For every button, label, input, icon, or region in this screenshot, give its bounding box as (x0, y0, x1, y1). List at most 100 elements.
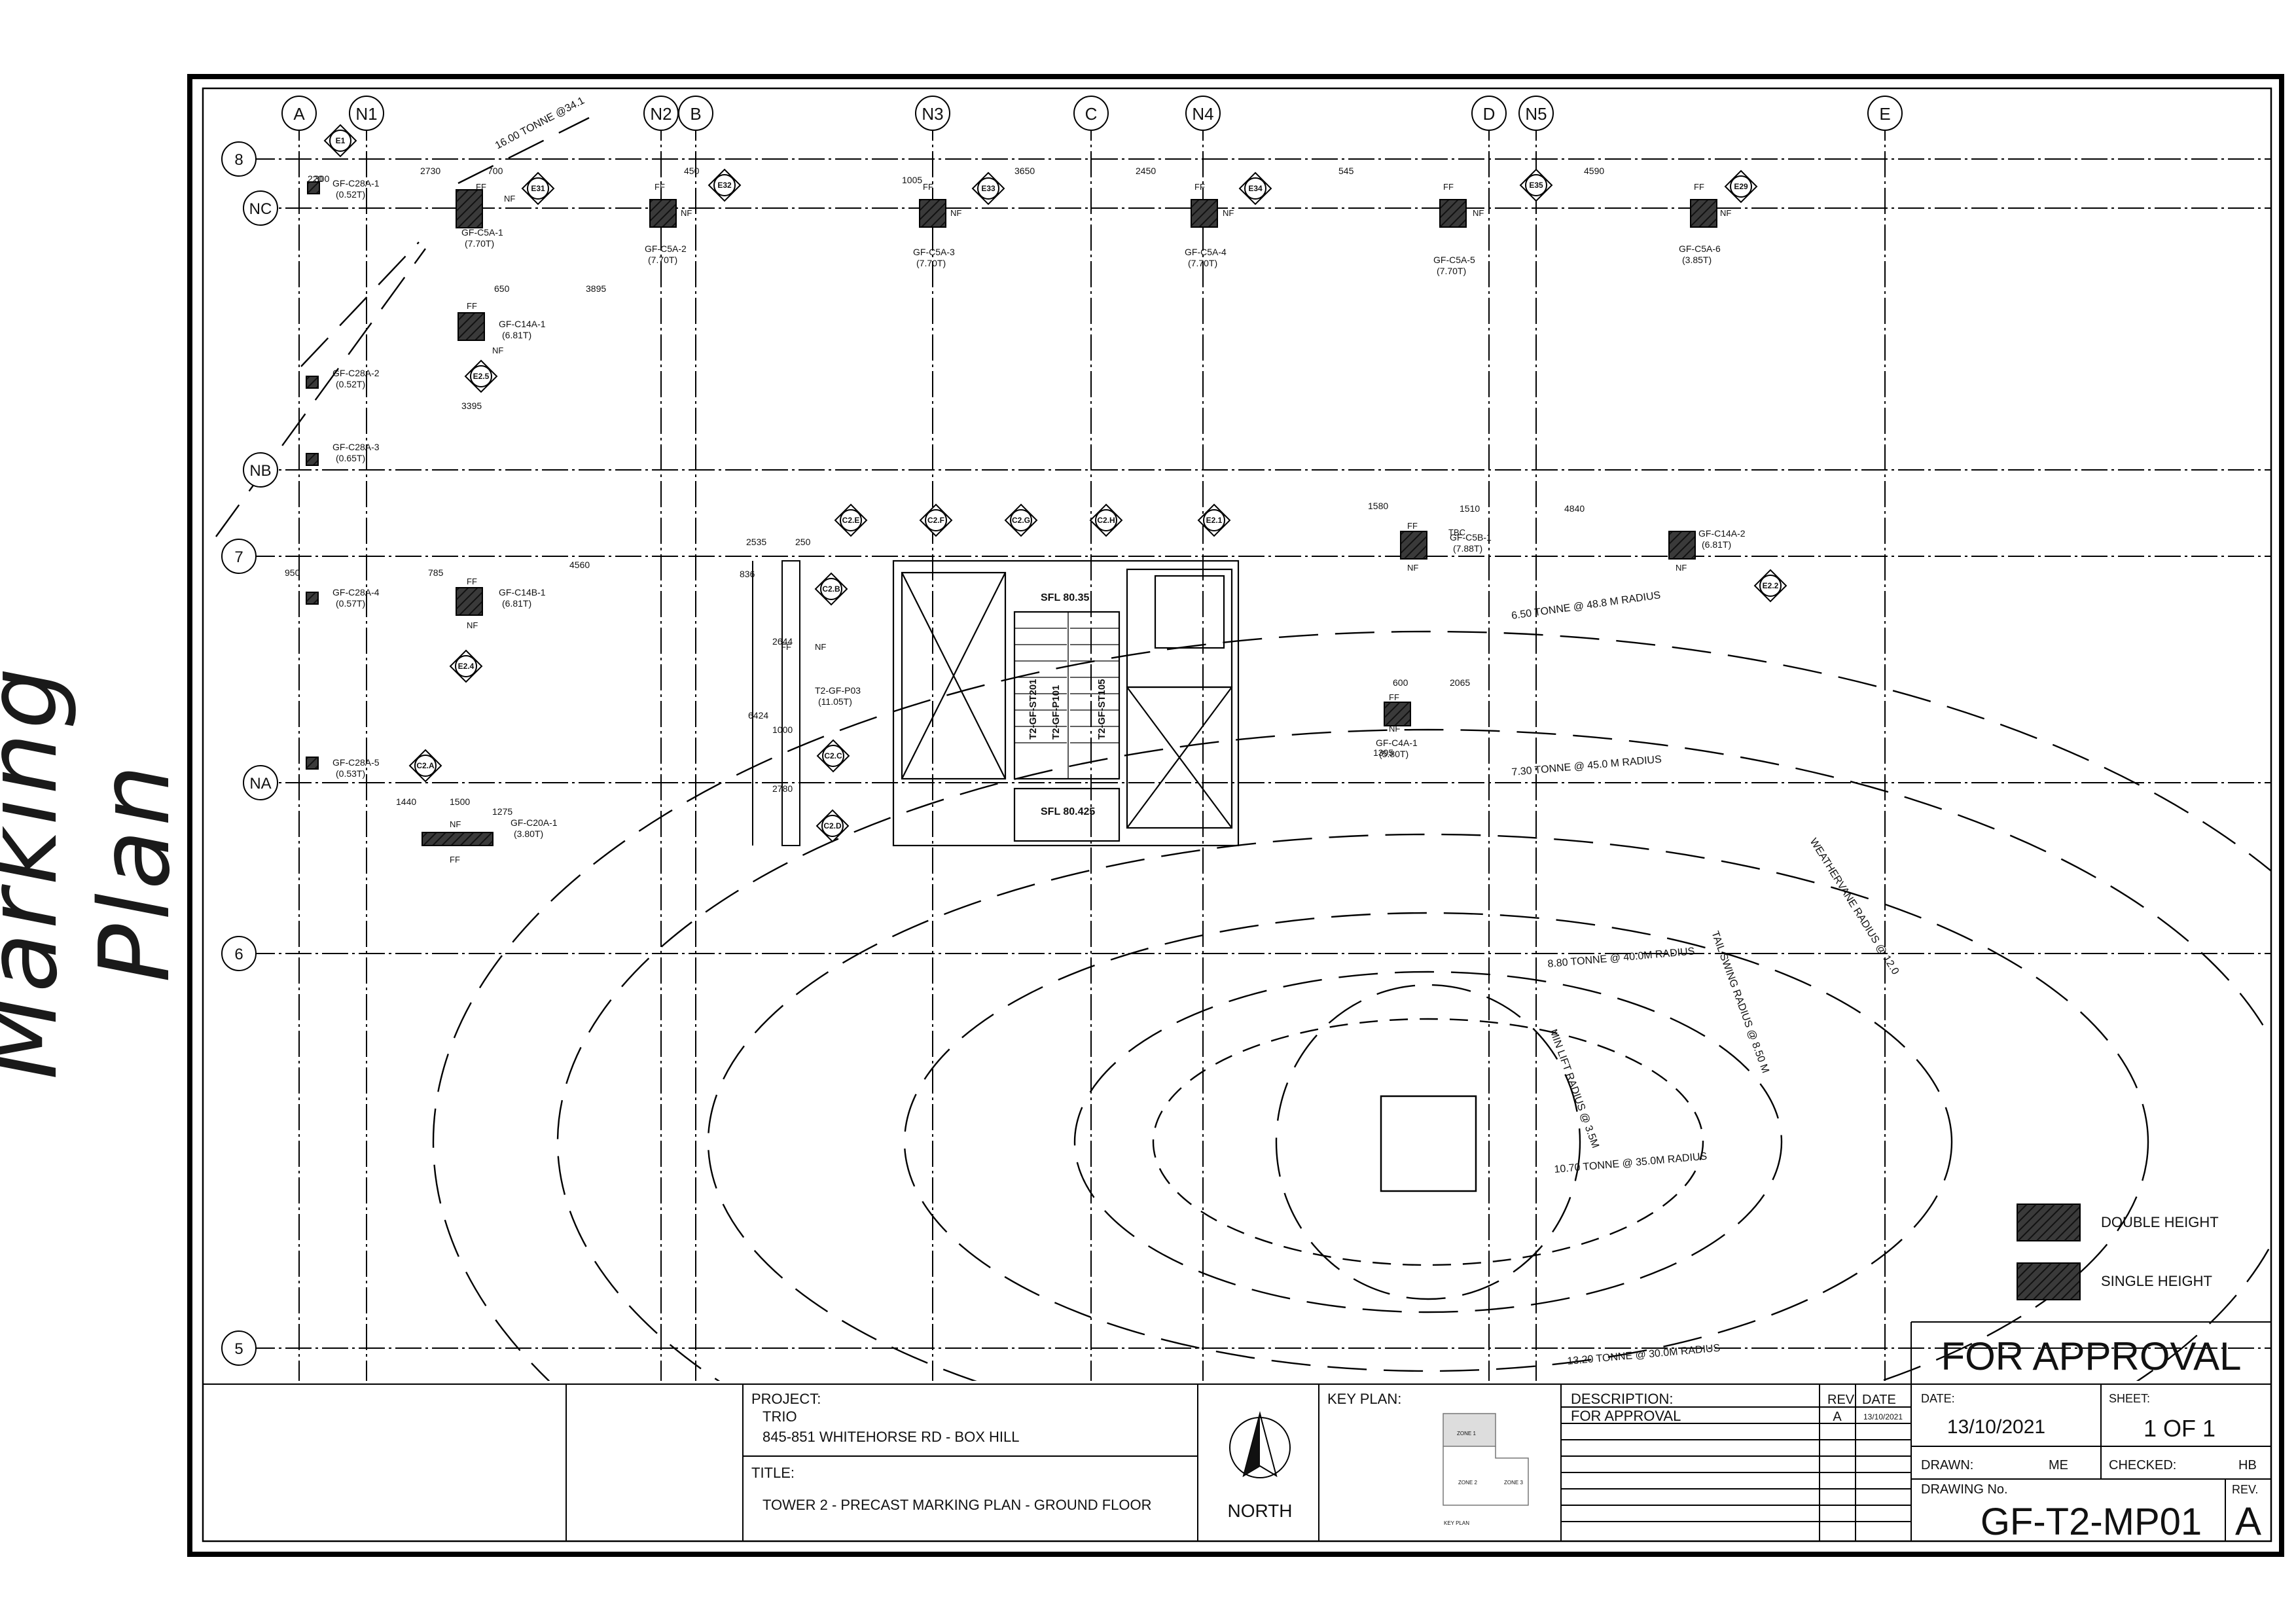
grid-bubble-col-N4 (1185, 96, 1221, 131)
face-marker-ff: FF (1407, 521, 1418, 531)
grid-bubble-row-8 (221, 141, 257, 177)
elevation-tag-label: E2.2 (1763, 581, 1779, 590)
revision-description: FOR APPROVAL (1571, 1408, 1681, 1424)
face-marker-ff: FF (1443, 182, 1454, 192)
face-marker-nf: NF (1407, 563, 1418, 573)
approval-status: FOR APPROVAL (1941, 1334, 2241, 1378)
face-marker-ff: FF (1389, 692, 1399, 702)
dimension-value: 600 (1393, 677, 1408, 688)
panel-labels: GF-C28A-1(0.52T)GF-C5A-1(7.70T)GF-C5A-2(… (332, 178, 1746, 839)
north-arrow-icon (1229, 1411, 1291, 1478)
face-marker-nf: NF (504, 194, 515, 204)
panel-weight-label: (3.85T) (1682, 255, 1712, 265)
dimension-value: 4840 (1564, 503, 1585, 514)
elevation-tag-label: C2.A (416, 761, 435, 770)
grid-bubble-row-label: NC (249, 200, 272, 218)
dimension-value: 1580 (1368, 501, 1388, 511)
drawn-value: ME (2049, 1458, 2068, 1472)
panel-block-gf-c28a-2 (306, 376, 319, 389)
elevation-tag-label: E1 (336, 136, 346, 145)
face-marker-nf: NF (492, 346, 503, 355)
panel-block-gf-c28a-1 (307, 181, 320, 194)
panel-block-gf-c14a-2 (1668, 531, 1696, 560)
grid-bubble-col-label: B (690, 104, 701, 124)
crane-radius-label: 13.20 TONNE @ 30.0M RADIUS (1567, 1343, 1721, 1367)
dimension-value: 785 (428, 567, 444, 578)
elevation-tag-circle (1203, 509, 1225, 531)
dimension-value: 300 (314, 173, 330, 184)
face-marker-nf: NF (1223, 208, 1234, 218)
rev-value: A (2235, 1499, 2261, 1543)
lift-stair-core (892, 560, 1240, 847)
face-marker-ff: FF (450, 855, 460, 865)
grid-bubble-row-label: 6 (234, 946, 243, 963)
face-marker-nf: NF (1389, 724, 1400, 734)
panel-weight-label: (6.81T) (502, 330, 531, 340)
elevation-tag-label: E31 (531, 184, 545, 193)
key-plan-caption: KEY PLAN (1444, 1520, 1469, 1526)
elevation-tag-label: E2.5 (473, 372, 490, 381)
legend-double-height-swatch (2017, 1204, 2081, 1241)
grid-bubble-col-N3 (915, 96, 950, 131)
face-marker-ff: FF (1194, 182, 1205, 192)
elevation-tag-label: E2.1 (1206, 516, 1223, 525)
face-marker-nf: NF (681, 208, 692, 218)
face-marker-ff: FF (467, 577, 477, 586)
key-plan-diagram (1443, 1413, 1529, 1506)
panel-weight-label: (0.52T) (336, 189, 365, 200)
panel-id-label: GF-C14A-2 (1698, 528, 1746, 539)
sheet-border-inner (202, 87, 2272, 1543)
crane-radius-label: 6.50 TONNE @ 48.8 M RADIUS (1511, 590, 1661, 622)
title-label: TITLE: (751, 1465, 795, 1481)
elevation-tag-circle (977, 177, 999, 200)
dimension-value: 2644 (772, 636, 793, 647)
grid-bubble-col-label: N1 (355, 104, 377, 124)
dimension-value: 1005 (902, 175, 922, 185)
panel-weight-label: (5.80T) (1379, 749, 1408, 759)
elevation-tag-circle (1525, 174, 1547, 196)
dimension-value: 250 (795, 537, 811, 547)
legend-single-height-swatch (2017, 1262, 2081, 1300)
elevation-tag-circle (414, 755, 437, 777)
legend-single-height-label: SINGLE HEIGHT (2101, 1273, 2212, 1289)
dimension-value: 2780 (772, 783, 793, 794)
crane-radius-corner-lines (215, 116, 590, 537)
panel-weight-label: (0.52T) (336, 379, 365, 389)
panel-block-gf-c28a-3 (306, 453, 319, 466)
panel-id-label: GF-C14B-1 (499, 587, 546, 597)
key-plan-zone-1: ZONE 1 (1457, 1431, 1476, 1436)
elevation-tag-label: C2.G (1012, 516, 1030, 525)
panel-id-label: GF-C5A-6 (1679, 243, 1721, 254)
crane-radius-label: 8.80 TONNE @ 40.0M RADIUS (1547, 946, 1695, 970)
elevation-tag-circle (329, 130, 351, 152)
crane-radius-label: WEATHERVANE RADIUS @ 12.0 (1808, 836, 1901, 976)
elevation-tag-circle (527, 177, 549, 200)
panel-block-gf-c14b-1 (456, 587, 483, 616)
grid-bubble-col-label: N3 (922, 104, 943, 124)
project-name: TRIO (762, 1408, 797, 1425)
grid-bubble-col-label: C (1085, 104, 1098, 124)
dimension-value: 4560 (569, 560, 590, 570)
dimension-value: 650 (494, 283, 510, 294)
crane-radius-label: MIN LIFT RADIUS @ 3.5M (1547, 1028, 1601, 1150)
elevation-tag-label: C2.D (823, 821, 842, 830)
face-marker-nf: NF (815, 642, 826, 652)
drawn-label: DRAWN: (1921, 1458, 1973, 1472)
date-label: DATE: (1921, 1392, 1955, 1405)
panel-id-label: GF-C5A-1 (461, 227, 503, 238)
elevation-tag-circle (820, 578, 842, 600)
face-marker-ff: FF (476, 182, 486, 192)
panel-weight-label: (7.70T) (1188, 258, 1217, 268)
dimension-value: 950 (285, 567, 300, 578)
key-plan-label: KEY PLAN: (1327, 1391, 1401, 1407)
grid-bubble-row-7 (221, 539, 257, 574)
elevation-tag-circle (1730, 175, 1752, 198)
panel-id-label: GF-C28A-5 (332, 757, 380, 768)
core-sfl-bottom: SFL 80.425 (1041, 806, 1095, 817)
dimension-value: 450 (684, 166, 700, 176)
